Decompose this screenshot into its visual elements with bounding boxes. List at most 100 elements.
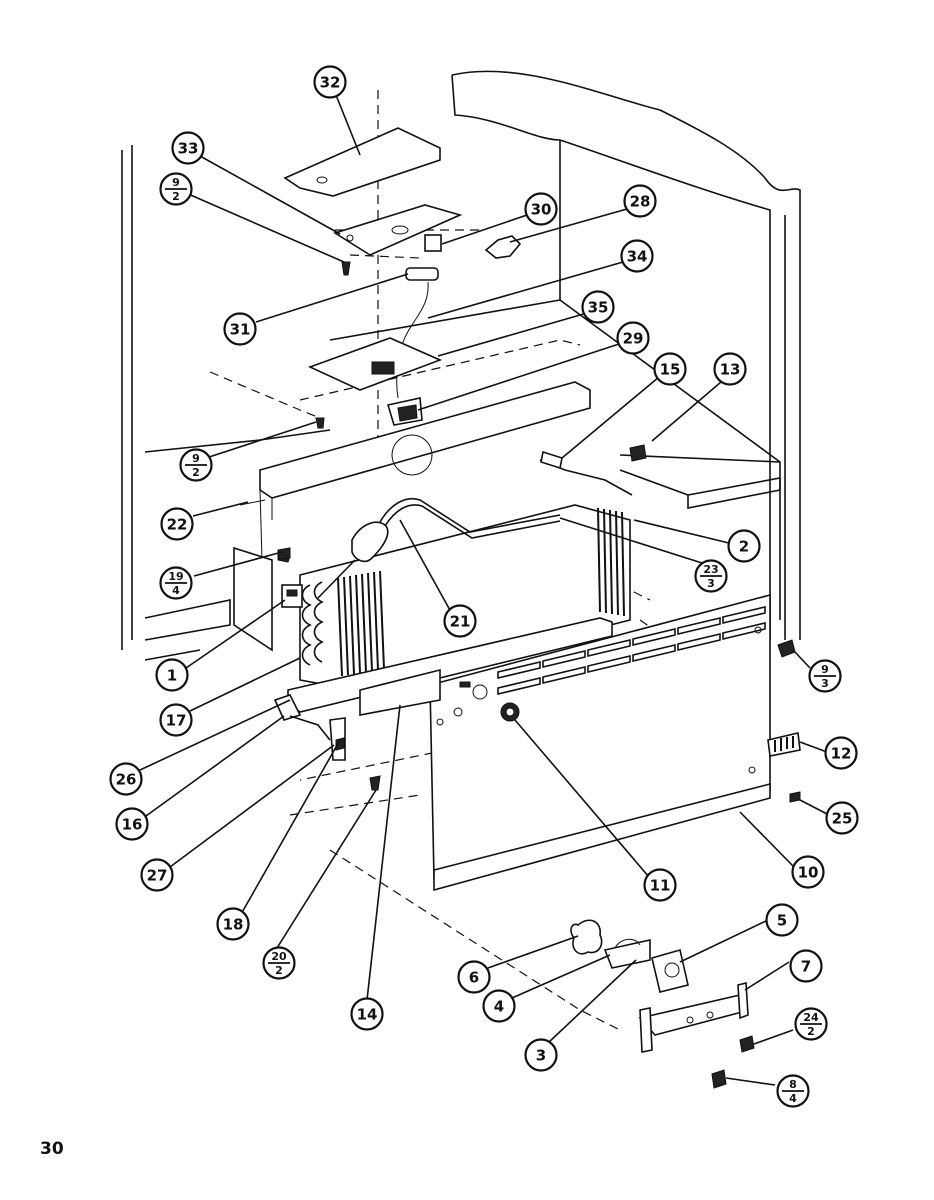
- callout-c35: 35: [581, 290, 615, 324]
- callout-number: 27: [147, 867, 168, 885]
- louvre-slot: [587, 654, 631, 674]
- callout-circle: [581, 290, 615, 324]
- callout-circle: [623, 184, 657, 218]
- callout-circle: [616, 321, 650, 355]
- terminal-block: [281, 584, 303, 608]
- callout-c26: 26: [109, 762, 143, 796]
- callout-c23_3: 233: [694, 559, 728, 593]
- evaporator-fin: [603, 508, 607, 614]
- callout-number: 15: [660, 361, 681, 379]
- callout-numerator: 9: [821, 663, 829, 676]
- callout-c32: 32: [313, 65, 347, 99]
- callout-number: 16: [122, 816, 143, 834]
- callout-numerator: 24: [803, 1011, 819, 1024]
- callout-c7: 7: [789, 949, 823, 983]
- callout-number: 5: [777, 912, 787, 930]
- callout-c9_2b: 92: [179, 448, 213, 482]
- clip-13: [629, 444, 647, 462]
- callout-c30: 30: [524, 192, 558, 226]
- callout-denominator: 4: [172, 584, 180, 597]
- callout-numerator: 19: [168, 570, 183, 583]
- louvre-slot: [542, 665, 586, 685]
- callout-c18: 18: [216, 907, 250, 941]
- callout-c9_3: 93: [808, 659, 842, 693]
- lamp-socket: [405, 234, 522, 281]
- screw-25: [789, 791, 801, 803]
- callout-denominator: 4: [789, 1092, 797, 1105]
- callout-number: 32: [320, 74, 341, 92]
- louvre-slot: [677, 632, 721, 652]
- leader-lines: [139, 94, 832, 1086]
- callout-circle: [791, 855, 825, 889]
- evaporator-fin: [621, 511, 625, 617]
- callout-circle: [727, 529, 761, 563]
- callout-c5: 5: [765, 903, 799, 937]
- callout-c9_2a: 92: [159, 172, 193, 206]
- evaporator-fin: [343, 576, 349, 676]
- callout-denominator: 2: [275, 964, 283, 977]
- callout-c11: 11: [643, 868, 677, 902]
- fan-motor: [651, 948, 689, 993]
- louvre-slot: [632, 627, 676, 647]
- callout-circle: [482, 989, 516, 1023]
- callout-denominator: 3: [821, 677, 829, 690]
- callout-number: 17: [166, 712, 187, 730]
- screw-24-2: [739, 1035, 755, 1053]
- callout-denominator: 2: [192, 466, 200, 479]
- callout-number: 6: [469, 969, 479, 987]
- callout-circle: [159, 703, 193, 737]
- callout-number: 29: [623, 330, 644, 348]
- callout-circle: [313, 65, 347, 99]
- motor-mount: [638, 981, 749, 1053]
- fan-grommet: [500, 702, 520, 722]
- callout-c3: 3: [524, 1038, 558, 1072]
- callout-circle: [155, 658, 189, 692]
- callout-c24_2: 242: [794, 1007, 828, 1041]
- screw-9-2-mid: [315, 417, 325, 429]
- callout-circle: [223, 312, 257, 346]
- screw-20-2: [369, 775, 381, 791]
- louvre-slot: [722, 621, 766, 641]
- callout-circle: [765, 903, 799, 937]
- callout-number: 11: [650, 877, 671, 895]
- callout-numerator: 9: [192, 452, 200, 465]
- callout-number: 1: [167, 667, 177, 685]
- callout-c2: 2: [727, 529, 761, 563]
- callout-c34: 34: [620, 239, 654, 273]
- callout-denominator: 2: [807, 1025, 815, 1038]
- callout-numerator: 8: [789, 1078, 797, 1091]
- callout-c27: 27: [140, 858, 174, 892]
- callout-circle: [824, 736, 858, 770]
- callout-circle: [115, 807, 149, 841]
- louvre-slot: [722, 605, 766, 625]
- louvre-slot: [497, 676, 541, 696]
- callout-numerator: 9: [172, 176, 180, 189]
- evaporator-fin: [367, 572, 373, 672]
- evaporator-fin: [355, 574, 361, 674]
- evaporator-fin: [361, 573, 367, 673]
- thermostat-control: [386, 397, 423, 426]
- callout-number: 22: [167, 516, 188, 534]
- callout-c21: 21: [443, 604, 477, 638]
- callout-circle: [653, 352, 687, 386]
- callout-number: 14: [357, 1006, 378, 1024]
- callout-number: 35: [588, 299, 609, 317]
- callout-circle: [524, 192, 558, 226]
- callout-number: 21: [450, 613, 471, 631]
- callout-denominator: 3: [707, 577, 715, 590]
- evaporator-cover-panel: [359, 593, 771, 892]
- lamp-wire: [396, 281, 429, 399]
- louvre-slot: [542, 649, 586, 669]
- evaporator-fin: [349, 575, 355, 675]
- callout-circle: [789, 949, 823, 983]
- evaporator-coil: [299, 504, 631, 691]
- control-mounting-plate: [307, 337, 443, 391]
- callout-c29: 29: [616, 321, 650, 355]
- callout-number: 18: [223, 916, 244, 934]
- drier-and-tubing: [317, 450, 633, 599]
- callout-circle: [216, 907, 250, 941]
- callout-circle: [171, 131, 205, 165]
- callout-circle: [524, 1038, 558, 1072]
- evaporator-fin: [597, 507, 601, 613]
